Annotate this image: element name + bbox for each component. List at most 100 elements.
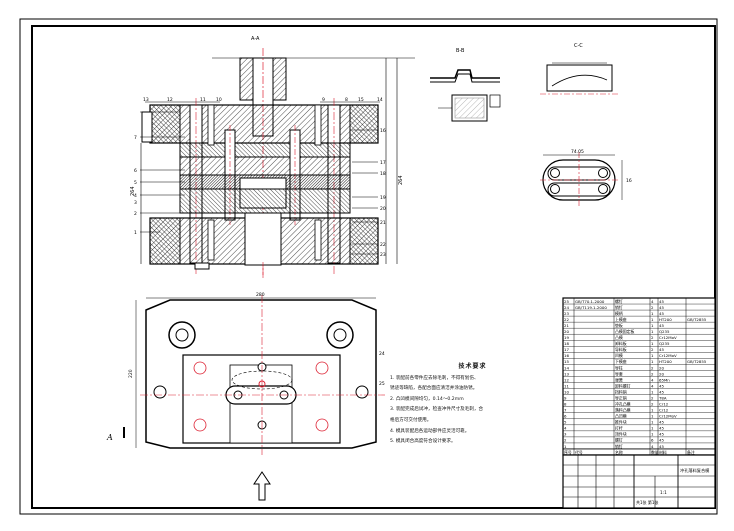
- drawing-title: 冲孔落料复合模: [680, 467, 710, 474]
- blank-label: C-C: [574, 43, 583, 49]
- bom-cell-mat: 45: [659, 444, 664, 449]
- bom-cell-no: 22: [564, 317, 569, 322]
- part-num-left: 6: [134, 168, 137, 174]
- bom-cell-no: 21: [564, 323, 569, 328]
- bom-cell-mat: 65Mn: [659, 377, 670, 382]
- main-height-dim: 264: [398, 175, 404, 185]
- bom-cell-mat: 45: [659, 420, 664, 425]
- part-number-labels: 7 6 5 4 3 2 1 16 17 18 19 20 21 22 23 13…: [134, 97, 386, 387]
- bom-cell-mat: Cr12: [659, 401, 669, 406]
- inner-border: [31, 25, 716, 509]
- bom-cell-name: 下模座: [615, 359, 627, 364]
- bom-cell-name: 凸凹模: [615, 414, 627, 419]
- part-num-top: 9: [322, 97, 325, 103]
- view-arrow-label: A: [106, 433, 113, 442]
- bom-cell-no: 25: [564, 299, 569, 304]
- bom-cell-name: 垫板: [615, 323, 623, 328]
- bom-cell-name: 导正销: [615, 395, 627, 400]
- part-num-right: 23: [380, 252, 386, 258]
- bom-cell-qty: 2: [651, 401, 654, 406]
- tech-line: 1. 装配前各零件应去除毛刺，不得有划伤、: [390, 375, 479, 381]
- bom-cell-name: 落料凸模: [615, 408, 631, 413]
- bom-header-note: 备注: [687, 450, 695, 455]
- bom-cell-name: 螺钉: [615, 299, 623, 304]
- tech-line: 5. 模具闭合高度符合设计要求。: [390, 439, 456, 445]
- part-num-right: 18: [380, 171, 386, 177]
- bom-cell-no: 2: [564, 438, 567, 443]
- plan-view: 280 220 A: [106, 292, 385, 501]
- bom-cell-no: 24: [564, 305, 569, 310]
- bom-cell-no: 17: [564, 347, 569, 352]
- bom-cell-mat: 20: [659, 365, 664, 370]
- part-num-plan: 24: [379, 351, 385, 357]
- bom-cell-qty: 2: [651, 335, 654, 340]
- part-num-right: 19: [380, 195, 386, 201]
- bom-cell-name: 上模座: [615, 317, 627, 322]
- part-num-right: 17: [380, 160, 386, 166]
- bom-cell-qty: 1: [651, 341, 654, 346]
- bom-cell-qty: 1: [651, 426, 654, 431]
- bom-cell-name: 导套: [615, 371, 623, 376]
- part-num-right: 21: [380, 220, 386, 226]
- bom-header-mat: 材料: [659, 450, 667, 455]
- bom-cell-note: GB/T2855: [687, 317, 707, 322]
- bom-cell-no: 19: [564, 335, 569, 340]
- bom-cell-no: 23: [564, 311, 569, 316]
- bom-cell-mat: 45: [659, 299, 664, 304]
- bom-cell-name: 弹簧: [615, 377, 623, 382]
- technical-requirements: 技术要求 1. 装配前各零件应去除毛刺，不得有划伤、 锈迹等缺陷，各配合面应清洁…: [390, 362, 555, 448]
- bom-cell-name: 模柄: [615, 311, 623, 316]
- bom-cell-qty: 1: [651, 389, 654, 394]
- bom-cell-mat: 45: [659, 305, 664, 310]
- part-num-top: 13: [143, 97, 149, 103]
- bom-cell-qty: 6: [651, 438, 654, 443]
- bom-cell-mat: HT200: [659, 317, 672, 322]
- bom-cell-qty: 4: [651, 444, 654, 449]
- tech-line: 2. 凸凹模间隙均匀，0.14～0.2mm: [390, 396, 464, 402]
- main-side-dim: 264: [130, 186, 136, 196]
- bom-cell-mat: 45: [659, 311, 664, 316]
- part-section-label: B-B: [456, 48, 465, 54]
- bom-cell-mat: T8A: [658, 395, 667, 400]
- bom-cell-mat: 45: [659, 432, 664, 437]
- bom-cell-mat: 45: [659, 426, 664, 431]
- main-section-label: A-A: [251, 36, 260, 42]
- bom-cell-name: 导料板: [615, 347, 627, 352]
- bom-cell-mat: Cr12MoV: [659, 335, 677, 340]
- bom-cell-qty: 1: [651, 408, 654, 413]
- top-height-dim: 220: [128, 369, 134, 378]
- bom-cell-no: 16: [564, 353, 569, 358]
- bom-cell-qty: 1: [651, 323, 654, 328]
- bom-cell-qty: 1: [651, 359, 654, 364]
- part-num-right: 20: [380, 206, 386, 212]
- bom-cell-mat: HT200: [659, 359, 672, 364]
- bom-header-code: 代号: [575, 450, 583, 455]
- bom-cell-mat: Q235: [659, 329, 670, 334]
- part-num-left: 2: [134, 211, 137, 217]
- tech-line: 格后方可交付使用。: [390, 417, 432, 423]
- bom-cell-qty: 1: [651, 317, 654, 322]
- bom-cell-no: 18: [564, 341, 569, 346]
- bom-cell-no: 13: [564, 371, 569, 376]
- title-block: 冲孔落料复合模 1:1 共1张 第1张: [562, 454, 716, 509]
- bom-cell-code: GB/T70.1-2000: [575, 299, 605, 304]
- bom-cell-no: 5: [564, 420, 567, 425]
- bom-cell-name: 螺钉: [615, 438, 623, 443]
- bom-cell-qty: 1: [651, 311, 654, 316]
- part-num-right: 22: [380, 242, 386, 248]
- bom-cell-mat: 45: [659, 383, 664, 388]
- bom-cell-mat: Cr12: [659, 408, 669, 413]
- bom-cell-name: 凸模固定板: [615, 329, 635, 334]
- blank-height-dim: 16: [626, 178, 632, 184]
- blank-width-dim: 74.05: [571, 149, 584, 155]
- bom-cell-name: 挡料销: [615, 389, 627, 394]
- bom-cell-no: 3: [564, 432, 567, 437]
- bom-cell-qty: 2: [651, 305, 654, 310]
- bom-cell-name: 凸模: [615, 335, 623, 340]
- bom-cell-qty: 2: [651, 365, 654, 370]
- bom-cell-name: 导柱: [615, 365, 623, 370]
- bom-cell-mat: Cr12MoV: [659, 353, 677, 358]
- bom-cell-mat: Q235: [659, 341, 670, 346]
- part-num-left: 4: [134, 193, 137, 199]
